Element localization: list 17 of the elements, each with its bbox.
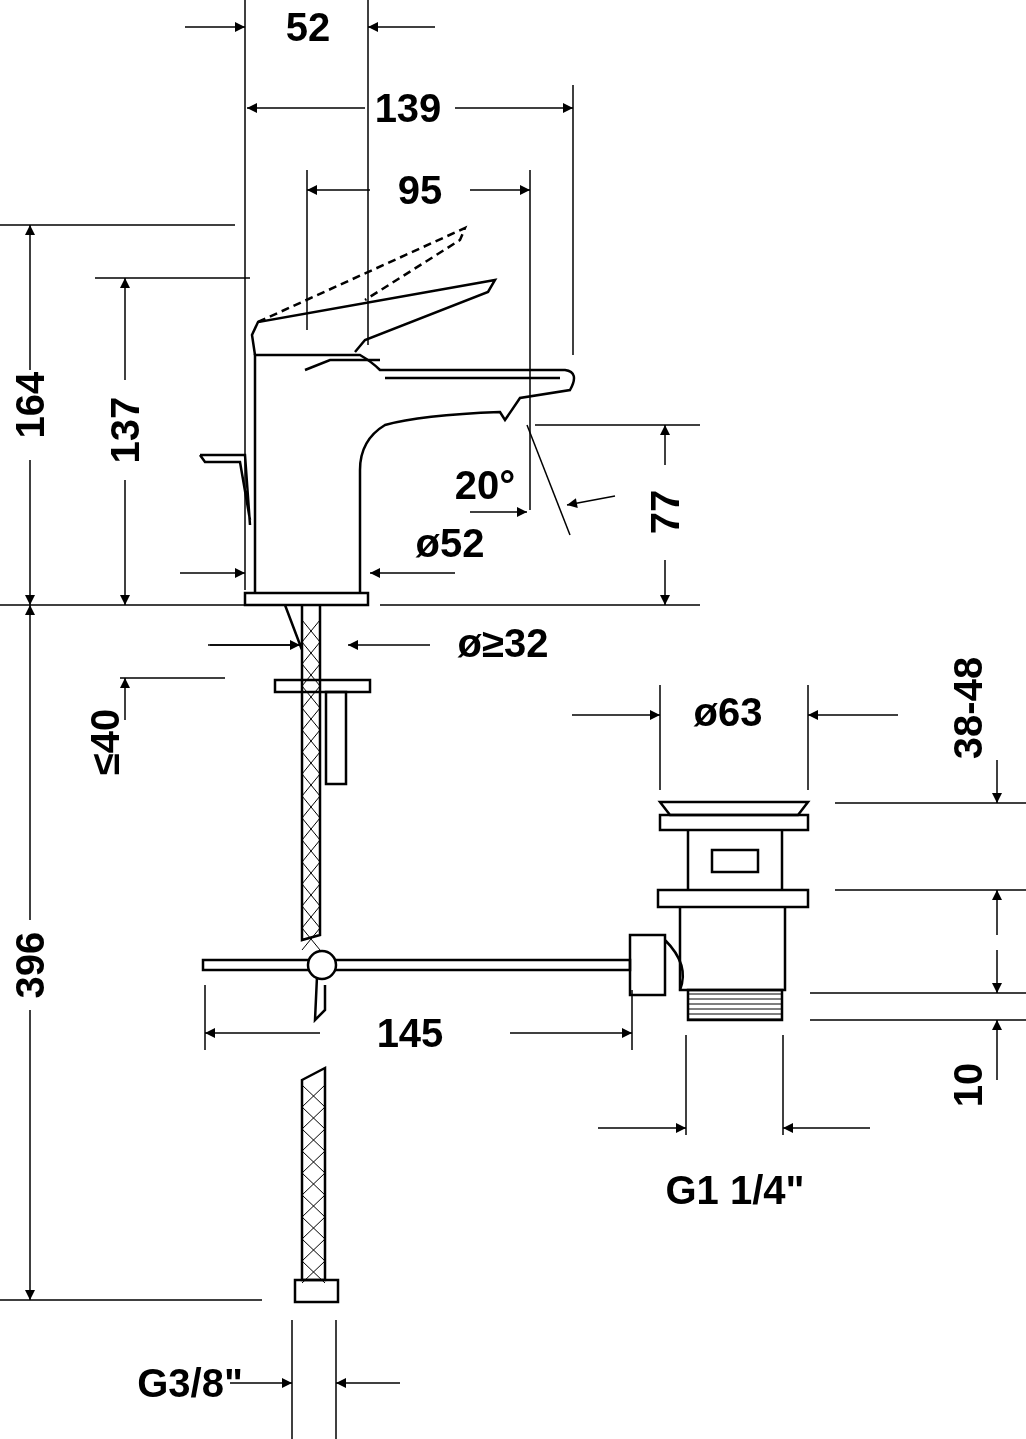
dimension-label: ≤40 bbox=[85, 708, 125, 776]
dimension-label: 95 bbox=[397, 170, 443, 210]
dimension-label: ø≥32 bbox=[457, 623, 549, 663]
dimension-label: 38-48 bbox=[948, 656, 988, 760]
dimension-label: 137 bbox=[105, 396, 145, 464]
dimension-label: 52 bbox=[285, 7, 331, 47]
dimension-label: 20° bbox=[454, 465, 516, 505]
thread-label: G1 1/4" bbox=[665, 1170, 805, 1210]
dimension-label: 10 bbox=[948, 1062, 988, 1108]
dimension-label: 145 bbox=[376, 1013, 444, 1053]
dimension-label: ø52 bbox=[415, 523, 485, 563]
dimension-label: 139 bbox=[374, 88, 442, 128]
dimension-label: 77 bbox=[645, 489, 685, 535]
dimension-label: 164 bbox=[10, 371, 50, 439]
thread-label: G3/8" bbox=[137, 1363, 243, 1403]
dimension-label: ø63 bbox=[693, 692, 763, 732]
dimension-label: 396 bbox=[10, 931, 50, 999]
